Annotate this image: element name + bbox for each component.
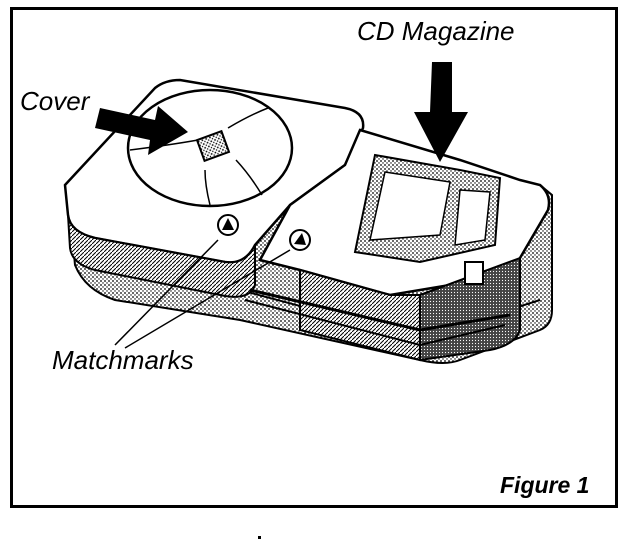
- matchmark-right: [289, 229, 311, 251]
- matchmarks-leader-lines: [114, 239, 291, 349]
- slot-rails: [244, 261, 511, 347]
- figure-frame: [10, 7, 618, 508]
- matchmark-left: [217, 214, 239, 236]
- figure-caption: Figure 1: [500, 472, 590, 498]
- cd-magazine-label: CD Magazine: [357, 16, 515, 46]
- matchmarks-label: Matchmarks: [52, 345, 194, 375]
- cd-magazine-arrow: [414, 62, 468, 162]
- cd-magazine: [353, 153, 502, 264]
- cover-label: Cover: [20, 86, 90, 116]
- cover-arrow: [95, 106, 188, 155]
- stray-dot: [258, 536, 261, 539]
